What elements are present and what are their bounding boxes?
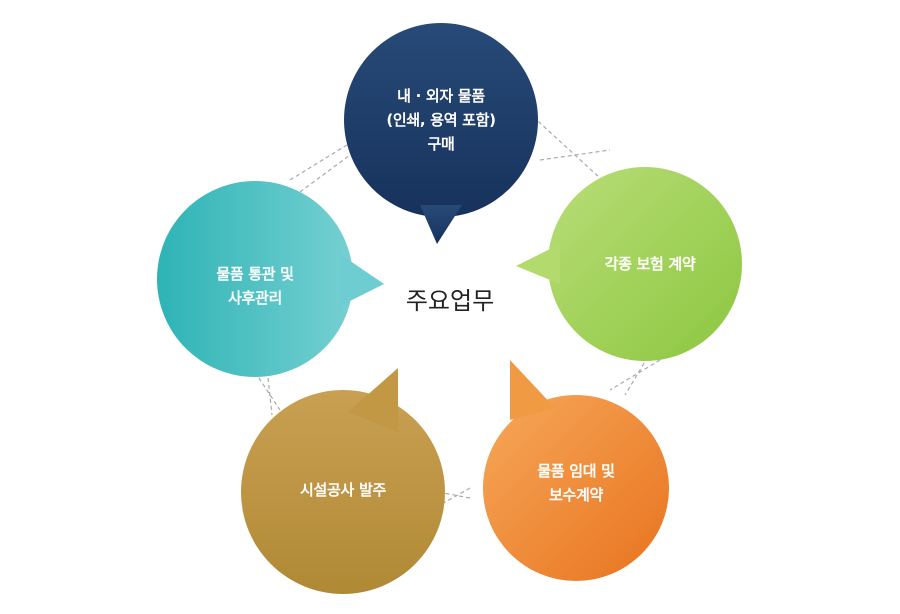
connector-line bbox=[254, 371, 281, 411]
label-purchase: 내 · 외자 물품 (인쇄, 용역 포함) 구매 bbox=[346, 78, 536, 162]
label-line: 물품 임대 및 bbox=[537, 462, 615, 480]
label-line: 내 · 외자 물품 bbox=[397, 87, 485, 105]
bubble-insurance bbox=[516, 167, 742, 361]
center-title: 주요업무 bbox=[405, 286, 495, 315]
label-insurance: 각종 보험 계약 bbox=[560, 244, 740, 284]
connector-line bbox=[289, 139, 356, 181]
label-line: 시설공사 발주 bbox=[300, 481, 386, 499]
connector-line bbox=[439, 487, 471, 506]
connector-line bbox=[527, 111, 601, 179]
bubble-rental bbox=[483, 360, 669, 581]
label-construction: 시설공사 발주 bbox=[248, 470, 438, 510]
connector-line bbox=[299, 154, 351, 193]
label-line: 보수계약 bbox=[548, 486, 603, 504]
bubble-customs bbox=[157, 181, 384, 377]
label-line: 사후관리 bbox=[227, 289, 282, 307]
label-line: 물품 통관 및 bbox=[216, 265, 294, 283]
label-customs: 물품 통관 및 사후관리 bbox=[160, 258, 350, 314]
bubble-construction bbox=[241, 368, 445, 594]
connector-line bbox=[609, 359, 661, 391]
label-line: 구매 bbox=[427, 135, 455, 153]
label-rental: 물품 임대 및 보수계약 bbox=[486, 455, 666, 511]
label-line: (인쇄, 용역 포함) bbox=[386, 111, 496, 129]
bubble-purchase bbox=[344, 23, 538, 244]
label-line: 각종 보험 계약 bbox=[604, 255, 696, 273]
connector-line bbox=[539, 149, 611, 161]
connector-line bbox=[437, 491, 471, 499]
connector-line bbox=[267, 377, 273, 416]
